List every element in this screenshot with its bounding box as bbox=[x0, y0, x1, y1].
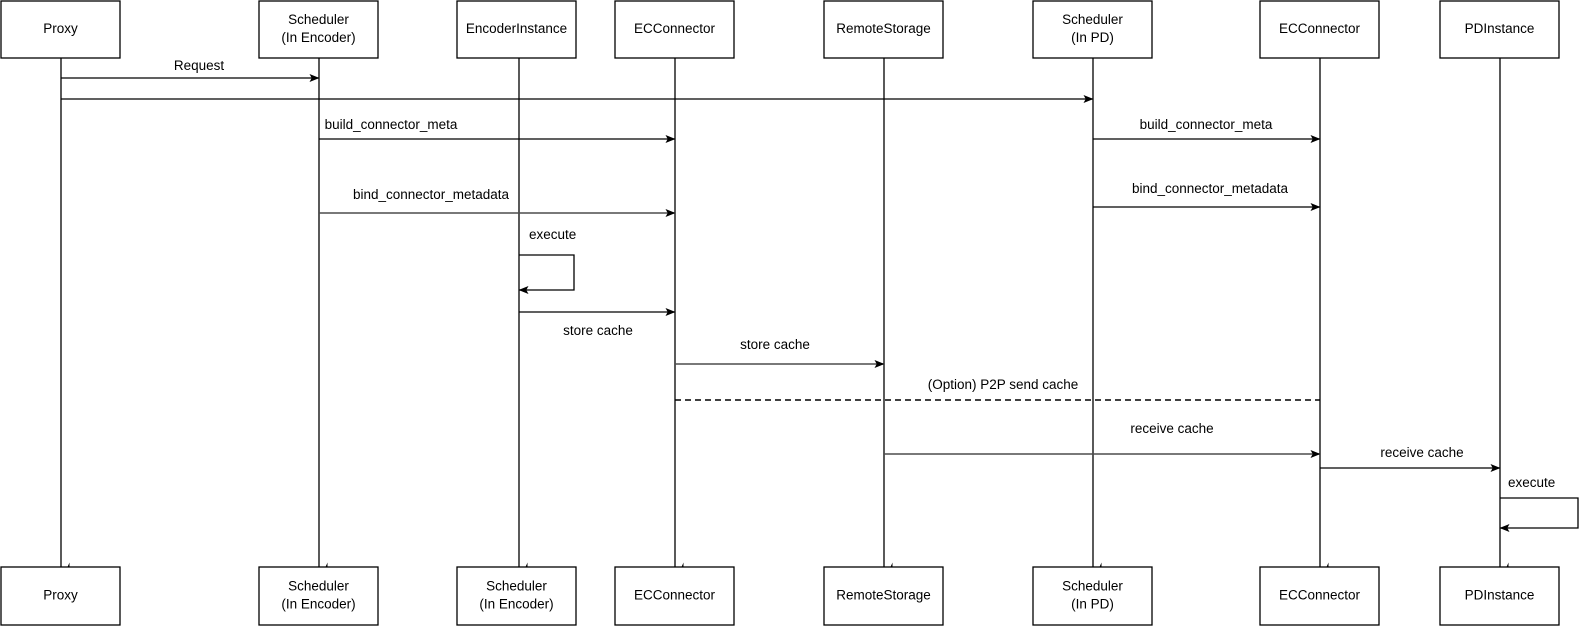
participant-label-line1: Scheduler bbox=[288, 579, 349, 594]
participant-box-rect bbox=[614, 566, 735, 626]
self-messages-group: execute execute bbox=[518, 227, 1579, 532]
self-message-execute-pd-instance[interactable]: execute bbox=[1499, 475, 1579, 532]
bottom-participant-boxes: Proxy Scheduler (In Encoder) Scheduler (In E… bbox=[0, 566, 1560, 626]
message-label: receive cache bbox=[1380, 445, 1463, 460]
message-label: build_connector_meta bbox=[325, 117, 458, 132]
participant-box-rect bbox=[1439, 566, 1560, 626]
message-receive-cache-connector-to-pd[interactable]: receive cache bbox=[1320, 445, 1501, 472]
participant-box-bottom-scheduler-in-pd[interactable]: Scheduler (In PD) bbox=[1032, 566, 1153, 626]
participant-box-rect bbox=[1259, 566, 1380, 626]
participant-box-top-encoder-instance[interactable]: EncoderInstance bbox=[456, 0, 577, 59]
message-build-connector-meta-pd[interactable]: build_connector_meta bbox=[1093, 117, 1321, 143]
message-label: Request bbox=[174, 58, 225, 73]
participant-label-line1: RemoteStorage bbox=[836, 588, 931, 603]
participant-label-line1: Scheduler bbox=[288, 12, 349, 27]
participant-label-line1: Proxy bbox=[43, 588, 78, 603]
participant-box-top-scheduler-in-encoder[interactable]: Scheduler (In Encoder) bbox=[258, 0, 379, 59]
participant-box-top-ec-connector-left[interactable]: ECConnector bbox=[614, 0, 735, 59]
message-label: receive cache bbox=[1130, 421, 1213, 436]
participant-box-rect bbox=[1032, 566, 1153, 626]
participant-label-line1: Scheduler bbox=[486, 579, 547, 594]
participant-label-line1: Scheduler bbox=[1062, 579, 1123, 594]
participant-label-line2: (In PD) bbox=[1071, 30, 1114, 45]
self-message-label: execute bbox=[1508, 475, 1555, 490]
participant-label-line1: ECConnector bbox=[634, 21, 716, 36]
participant-box-rect bbox=[823, 566, 944, 626]
participant-label-line2: (In PD) bbox=[1071, 597, 1114, 612]
message-label: bind_connector_metadata bbox=[1132, 181, 1289, 196]
participant-box-rect bbox=[258, 0, 379, 59]
participant-box-bottom-scheduler-in-encoder[interactable]: Scheduler (In Encoder) bbox=[258, 566, 379, 626]
participant-box-rect bbox=[823, 0, 944, 59]
participant-label-line2: (In Encoder) bbox=[479, 597, 553, 612]
message-build-connector-meta-encoder[interactable]: build_connector_meta bbox=[319, 117, 676, 143]
message-store-cache-connector-to-storage[interactable]: store cache bbox=[675, 337, 885, 368]
participant-label-line1: PDInstance bbox=[1465, 588, 1535, 603]
participant-box-rect bbox=[456, 566, 577, 626]
participant-box-top-proxy[interactable]: Proxy bbox=[0, 0, 121, 59]
participant-label-line1: ECConnector bbox=[634, 588, 716, 603]
message-bind-connector-metadata-encoder[interactable]: bind_connector_metadata bbox=[319, 187, 676, 217]
message-request[interactable]: Request bbox=[61, 58, 320, 82]
message-label: build_connector_meta bbox=[1140, 117, 1273, 132]
lifelines-group bbox=[60, 58, 1509, 572]
message-receive-cache-storage-to-connector[interactable]: receive cache bbox=[884, 421, 1321, 458]
participant-box-rect bbox=[456, 0, 577, 59]
participant-label-line1: ECConnector bbox=[1279, 588, 1361, 603]
participant-label-line1: Proxy bbox=[43, 21, 78, 36]
participant-label-line1: EncoderInstance bbox=[466, 21, 567, 36]
participant-label-line1: PDInstance bbox=[1465, 21, 1535, 36]
participant-box-top-pd-instance[interactable]: PDInstance bbox=[1439, 0, 1560, 59]
top-participant-boxes: Proxy Scheduler (In Encoder) EncoderInstanc… bbox=[0, 0, 1560, 59]
message-label: bind_connector_metadata bbox=[353, 187, 510, 202]
participant-label-line1: ECConnector bbox=[1279, 21, 1361, 36]
participant-box-rect bbox=[258, 566, 379, 626]
participant-box-rect bbox=[1439, 0, 1560, 59]
message-p2p-send-cache[interactable]: (Option) P2P send cache bbox=[675, 377, 1320, 401]
participant-box-top-ec-connector-right[interactable]: ECConnector bbox=[1259, 0, 1380, 59]
messages-group: Request build_connector_meta build_connect… bbox=[61, 58, 1501, 472]
message-bind-connector-metadata-pd[interactable]: bind_connector_metadata bbox=[1093, 181, 1321, 211]
participant-box-bottom-pd-instance[interactable]: PDInstance bbox=[1439, 566, 1560, 626]
participant-box-rect bbox=[0, 0, 121, 59]
message-label: store cache bbox=[740, 337, 810, 352]
participant-box-bottom-ec-connector-left[interactable]: ECConnector bbox=[614, 566, 735, 626]
participant-box-rect bbox=[0, 566, 121, 626]
participant-box-top-remote-storage[interactable]: RemoteStorage bbox=[823, 0, 944, 59]
participant-box-rect bbox=[1032, 0, 1153, 59]
self-message-path bbox=[518, 254, 575, 294]
participant-box-bottom-encoder-instance[interactable]: Scheduler (In Encoder) bbox=[456, 566, 577, 626]
participant-box-top-scheduler-in-pd[interactable]: Scheduler (In PD) bbox=[1032, 0, 1153, 59]
participant-label-line2: (In Encoder) bbox=[281, 30, 355, 45]
participant-box-bottom-ec-connector-right[interactable]: ECConnector bbox=[1259, 566, 1380, 626]
participant-box-rect bbox=[1259, 0, 1380, 59]
message-store-cache-encoder-to-connector[interactable]: store cache bbox=[519, 308, 676, 338]
participant-box-bottom-proxy[interactable]: Proxy bbox=[0, 566, 121, 626]
participant-label-line2: (In Encoder) bbox=[281, 597, 355, 612]
participant-box-bottom-remote-storage[interactable]: RemoteStorage bbox=[823, 566, 944, 626]
message-label: (Option) P2P send cache bbox=[928, 377, 1079, 392]
self-message-label: execute bbox=[529, 227, 576, 242]
self-message-path bbox=[1499, 497, 1579, 532]
self-message-execute-encoder-instance[interactable]: execute bbox=[518, 227, 576, 294]
participant-box-rect bbox=[614, 0, 735, 59]
participant-label-line1: Scheduler bbox=[1062, 12, 1123, 27]
participant-label-line1: RemoteStorage bbox=[836, 21, 931, 36]
message-label: store cache bbox=[563, 323, 633, 338]
